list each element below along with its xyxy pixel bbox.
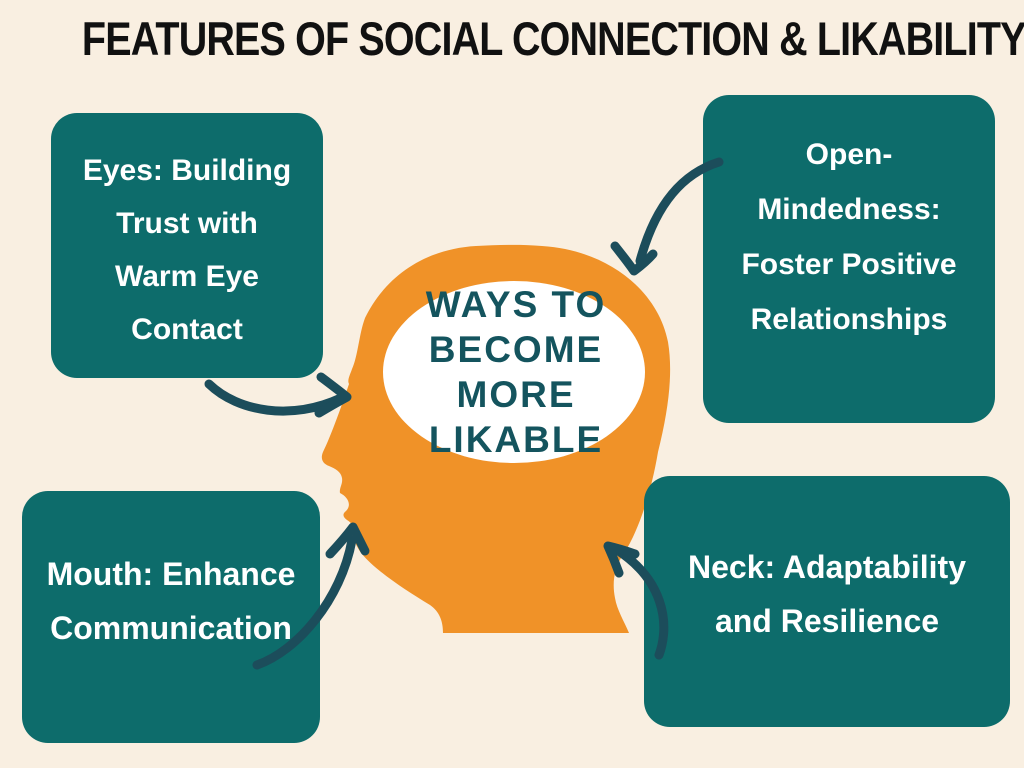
callout-eyes: Eyes: Building Trust with Warm Eye Conta… xyxy=(51,113,323,378)
callout-open-mindedness-label: Open- Mindedness: Foster Positive Relati… xyxy=(741,138,957,336)
callout-mouth-label: Mouth: Enhance Communication xyxy=(46,556,296,646)
brain-oval xyxy=(383,281,645,463)
callout-neck-label: Neck: Adaptability and Resilience xyxy=(688,548,966,639)
callout-mouth: Mouth: Enhance Communication xyxy=(22,491,320,743)
center-topic-label: WAYS TO BECOME MORE LIKABLE xyxy=(425,284,607,460)
callout-eyes-label: Eyes: Building Trust with Warm Eye Conta… xyxy=(82,153,292,346)
callout-open-mindedness: Open- Mindedness: Foster Positive Relati… xyxy=(703,95,995,423)
page-title: FEATURES OF SOCIAL CONNECTION & LIKABILI… xyxy=(81,12,1024,65)
callout-neck: Neck: Adaptability and Resilience xyxy=(644,476,1010,727)
